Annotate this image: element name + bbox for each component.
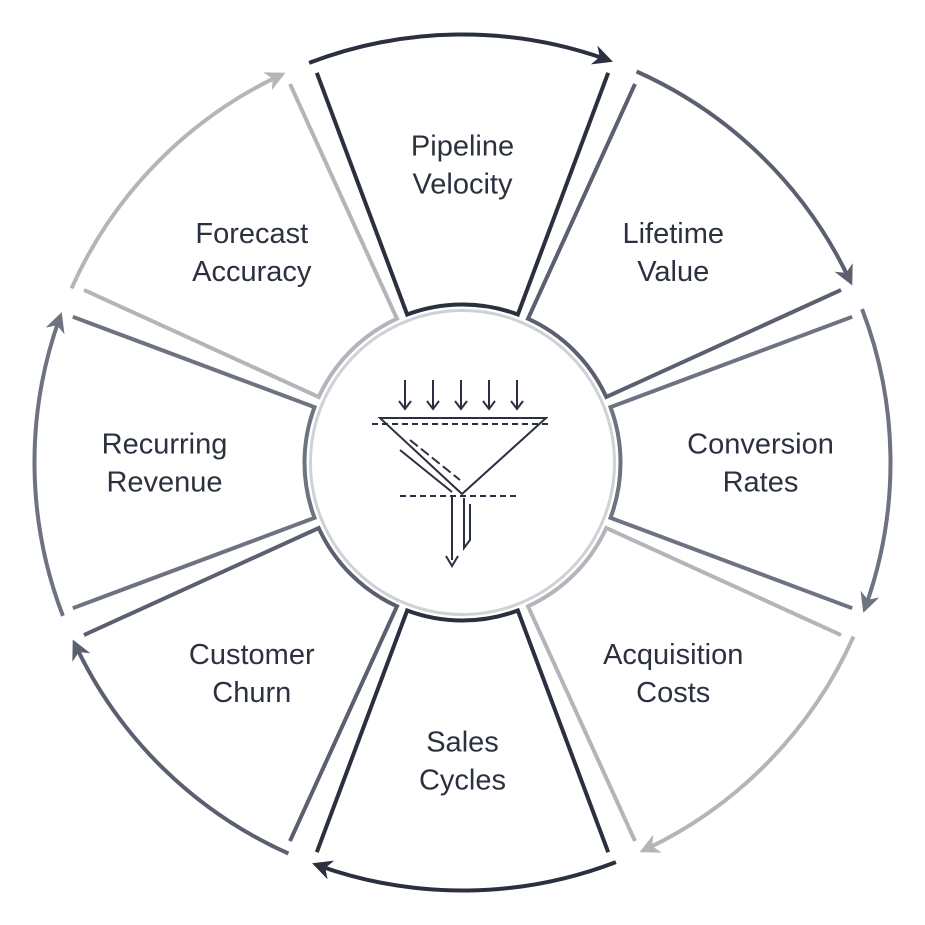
label-line: Revenue	[106, 467, 222, 499]
label-line: Cycles	[419, 765, 506, 797]
label-line: Costs	[636, 677, 710, 709]
cycle-arrow-forecast-accuracy	[69, 72, 286, 290]
cycle-arrow-sales-cycles	[312, 860, 617, 893]
label-line: Lifetime	[622, 218, 724, 250]
label-line: Conversion	[687, 429, 834, 461]
cycle-arrow-acquisition-costs	[639, 635, 856, 853]
segment-customer-churn	[83, 525, 400, 842]
label-line: Velocity	[413, 169, 513, 201]
label-line: Accuracy	[192, 256, 312, 288]
funnel-icon	[372, 380, 552, 568]
cycle-arrow-customer-churn	[72, 639, 290, 856]
center-hub	[309, 309, 616, 616]
center-circle	[309, 309, 616, 616]
cycle-arrow-pipeline-velocity	[308, 32, 613, 65]
label-line: Acquisition	[603, 639, 743, 671]
segment-sales-cycles	[314, 607, 611, 853]
label-line: Rates	[723, 467, 799, 499]
segment-conversion-rates	[607, 314, 853, 611]
segment-forecast-accuracy	[83, 83, 400, 400]
cycle-arrow-lifetime-value	[635, 69, 853, 286]
label-line: Customer	[189, 639, 315, 671]
label-line: Churn	[212, 677, 291, 709]
label-line: Forecast	[195, 218, 308, 250]
segment-lifetime-value	[525, 83, 842, 400]
label-line: Recurring	[102, 429, 228, 461]
cycle-arrow-recurring-revenue	[32, 312, 65, 617]
input-arrows-icon	[398, 380, 524, 411]
segment-acquisition-costs	[525, 525, 842, 842]
segments-layer	[32, 32, 893, 893]
segment-recurring-revenue	[72, 314, 318, 611]
segment-pipeline-velocity	[314, 72, 611, 318]
label-line: Sales	[426, 727, 499, 759]
cycle-arrow-conversion-rates	[860, 308, 893, 613]
label-line: Pipeline	[411, 131, 514, 163]
label-line: Value	[637, 256, 709, 288]
